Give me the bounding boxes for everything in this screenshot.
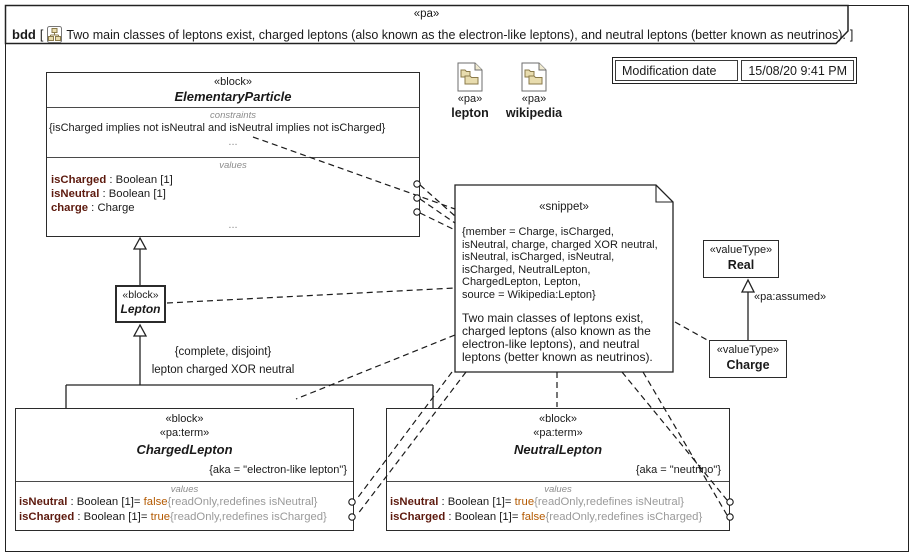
block-lepton[interactable]: «block» Lepton: [115, 285, 166, 323]
lepton-note-shortcut[interactable]: «pa» lepton: [447, 62, 493, 120]
frame-bracket-close: ]: [849, 27, 854, 42]
block-stereotype: «block»: [165, 413, 204, 425]
block-stereotype: «block»: [539, 413, 577, 425]
block-name: NeutralLepton: [513, 442, 603, 457]
wikipedia-note-name: wikipedia: [505, 106, 563, 120]
valuetype-real[interactable]: «valueType» Real: [703, 240, 779, 278]
block-neutral-lepton[interactable]: «block» «pa:term» NeutralLepton {aka = "…: [386, 408, 730, 531]
pa-term-stereotype: «pa:term»: [533, 427, 583, 439]
block-elementary-particle[interactable]: «block» ElementaryParticle constraints {…: [46, 72, 420, 237]
document-folders-icon: [521, 62, 547, 92]
valuetype-stereotype: «valueType»: [709, 244, 773, 256]
snippet-member-line: isNeutral, isCharged, isNeutral,: [462, 251, 615, 263]
pa-term-stereotype: «pa:term»: [159, 427, 210, 439]
snippet-description-line: charged leptons (also known as the: [462, 324, 651, 338]
generalization-set-constraint: {complete, disjoint}: [174, 346, 272, 358]
constraint-expression: {isCharged implies not isNeutral and isN…: [49, 122, 386, 134]
value-property-row[interactable]: isCharged : Boolean [1]= false{readOnly,…: [390, 511, 703, 523]
bdd-diagram-icon: [47, 26, 63, 43]
compartment-divider: [16, 481, 353, 482]
compartment-divider: [47, 157, 419, 158]
snippet-member-line: source = Wikipedia:Lepton}: [462, 288, 596, 301]
frame-bracket-open: [: [39, 27, 44, 42]
aka-tagged-value: {aka = "electron-like lepton"}: [209, 464, 347, 476]
snippet-description-line: Two main classes of leptons exist,: [462, 311, 644, 325]
modification-date-label: Modification date: [615, 60, 739, 81]
wikipedia-note-shortcut[interactable]: «pa» wikipedia: [506, 62, 562, 120]
snippet-stereotype: «snippet»: [539, 201, 589, 213]
values-compartment-label: values: [544, 484, 572, 495]
frame-kind: bdd: [12, 27, 36, 42]
value-property-row[interactable]: isNeutral : Boolean [1]: [51, 188, 166, 200]
snippet-member-line: {member = Charge, isCharged,: [462, 226, 614, 238]
modification-date-value: 15/08/20 9:41 PM: [741, 60, 854, 81]
valuetype-stereotype: «valueType»: [716, 344, 780, 356]
snippet-member-line: isNeutral, charge, charged XOR neutral,: [462, 238, 658, 251]
snippet-description-line: electron-like leptons), and neutral: [462, 337, 640, 351]
block-name: ChargedLepton: [136, 442, 233, 457]
frame-title-row: bdd [ Two main classes of leptons exist,…: [12, 26, 853, 43]
compartment-divider: [47, 107, 419, 108]
values-compartment-label: values: [170, 484, 199, 495]
aka-tagged-value: {aka = "neutrino"}: [635, 464, 721, 476]
values-compartment-label: values: [219, 160, 247, 171]
value-property-row[interactable]: charge : Charge: [51, 202, 135, 214]
constraints-compartment-label: constraints: [210, 110, 256, 121]
block-name: ElementaryParticle: [174, 89, 292, 104]
frame-stereotype: «pa»: [413, 8, 440, 20]
lepton-note-stereotype: «pa»: [457, 93, 483, 105]
values-ellipsis: ...: [228, 219, 238, 231]
value-property-row[interactable]: isCharged : Boolean [1]= true{readOnly,r…: [19, 511, 327, 523]
constraints-ellipsis: ...: [228, 136, 238, 148]
value-property-row[interactable]: isNeutral : Boolean [1]= true{readOnly,r…: [390, 496, 684, 508]
compartment-divider: [387, 481, 729, 482]
frame-description: Two main classes of leptons exist, charg…: [66, 27, 846, 42]
value-property-row[interactable]: isCharged : Boolean [1]: [51, 174, 173, 186]
wikipedia-note-stereotype: «pa»: [521, 93, 547, 105]
snippet-member-line: isCharged, NeutralLepton,: [462, 263, 591, 276]
snippet-member-line: ChargedLepton, Lepton,: [462, 276, 581, 288]
snippet-note[interactable]: «snippet» {member = Charge, isCharged, i…: [455, 185, 673, 372]
valuetype-charge[interactable]: «valueType» Charge: [709, 340, 787, 378]
value-property-row[interactable]: isNeutral : Boolean [1]= false{readOnly,…: [19, 496, 318, 508]
block-charged-lepton[interactable]: «block» «pa:term» ChargedLepton {aka = "…: [15, 408, 354, 531]
generalization-stereotype-label: «pa:assumed»: [754, 291, 827, 303]
document-folders-icon: [457, 62, 483, 92]
valuetype-name: Charge: [726, 358, 770, 372]
valuetype-name: Real: [727, 258, 755, 272]
lepton-note-name: lepton: [451, 106, 489, 120]
block-name: Lepton: [120, 302, 161, 316]
generalization-set-name: lepton charged XOR neutral: [151, 364, 295, 376]
block-stereotype: «block»: [214, 76, 252, 88]
modification-date-legend: Modification date 15/08/20 9:41 PM: [612, 57, 857, 84]
block-stereotype: «block»: [122, 289, 159, 301]
snippet-description-line: leptons (better known as neutrinos).: [462, 350, 653, 364]
